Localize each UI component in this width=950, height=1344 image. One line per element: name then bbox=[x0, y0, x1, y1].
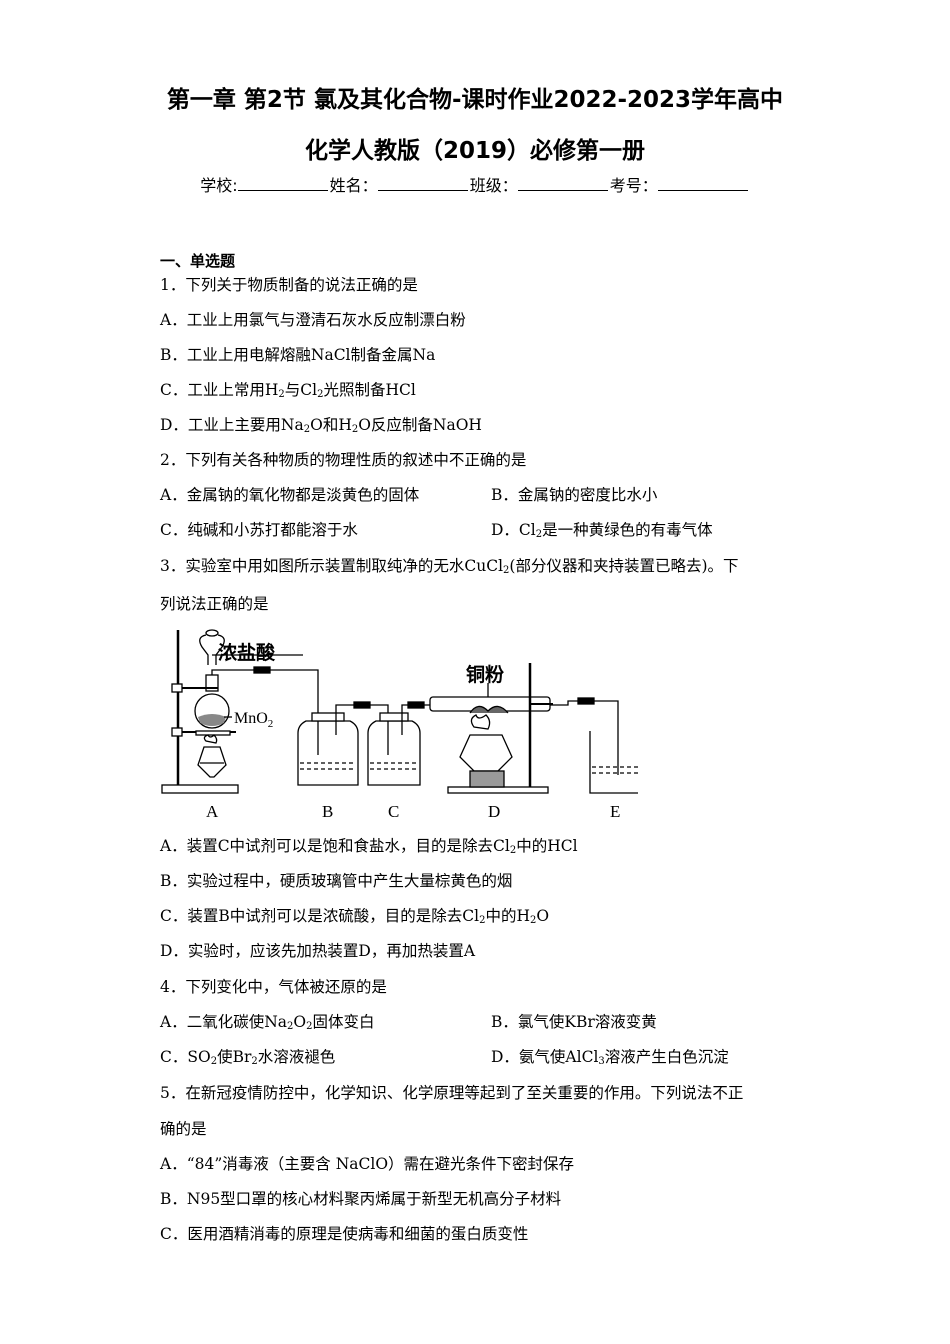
label-b: B bbox=[322, 802, 333, 821]
class-label: 班级： bbox=[469, 176, 518, 195]
q3-option-b: B．实验过程中，硬质玻璃管中产生大量棕黄色的烟 bbox=[160, 872, 513, 890]
document-title-line1: 第一章 第2节 氯及其化合物-课时作业2022-2023学年高中 bbox=[166, 87, 784, 113]
student-info-row: 学校: 姓名： 班级： 考号： bbox=[0, 174, 950, 197]
number-field[interactable] bbox=[657, 174, 748, 191]
q1-option-c: C．工业上常用H2与Cl2光照制备HCl bbox=[160, 381, 416, 400]
q5-option-c: C．医用酒精消毒的原理是使病毒和细菌的蛋白质变性 bbox=[160, 1225, 529, 1243]
q1-option-a: A．工业上用氯气与澄清石灰水反应制漂白粉 bbox=[160, 311, 466, 329]
label-d: D bbox=[488, 802, 500, 821]
label-c: C bbox=[388, 802, 399, 821]
q2-option-a: A．金属钠的氧化物都是淡黄色的固体 bbox=[160, 486, 420, 504]
q3-stem-line1: 3．实验室中用如图所示装置制取纯净的无水CuCl2(部分仪器和夹持装置已略去)。… bbox=[160, 557, 739, 576]
stand-d-base bbox=[447, 786, 549, 794]
q4-option-d: D．氨气使AlCl3溶液产生白色沉淀 bbox=[491, 1048, 729, 1067]
section-title: 一、单选题 bbox=[160, 252, 236, 270]
bottle-b bbox=[297, 720, 359, 786]
q4-stem: 4．下列变化中，气体被还原的是 bbox=[160, 978, 387, 996]
stand-a-base bbox=[161, 784, 239, 794]
q3-option-a: A．装置C中试剂可以是饱和食盐水，目的是除去Cl2中的HCl bbox=[160, 837, 578, 856]
label-a: A bbox=[206, 802, 219, 821]
label-mno2: MnO2 bbox=[234, 710, 273, 730]
apparatus-diagram: 浓盐酸 MnO2 铜粉 A B C D E bbox=[161, 629, 638, 821]
q3-option-c: C．装置B中试剂可以是浓硫酸，目的是除去Cl2中的H2O bbox=[160, 907, 550, 926]
q4-option-a: A．二氧化碳使Na2O2固体变白 bbox=[160, 1013, 375, 1032]
document-title-line2: 化学人教版（2019）必修第一册 bbox=[304, 138, 645, 164]
q1-option-b: B．工业上用电解熔融NaCl制备金属Na bbox=[160, 346, 436, 364]
round-bottom-flask bbox=[194, 693, 230, 729]
class-field[interactable] bbox=[517, 174, 608, 191]
q3-option-d: D．实验时，应该先加热装置D，再加热装置A bbox=[160, 942, 476, 960]
label-cu-powder: 铜粉 bbox=[466, 663, 504, 686]
alcohol-lamp-a bbox=[197, 746, 227, 778]
q3-stem-line2: 列说法正确的是 bbox=[160, 595, 269, 613]
school-label: 学校: bbox=[200, 176, 238, 195]
number-label: 考号： bbox=[609, 176, 658, 195]
q5-stem-line1: 5．在新冠疫情防控中，化学知识、化学原理等起到了至关重要的作用。下列说法不正 bbox=[160, 1084, 744, 1102]
q1-option-d: D．工业上主要用Na2O和H2O反应制备NaOH bbox=[160, 416, 482, 435]
beaker-e bbox=[589, 731, 638, 794]
q5-stem-line2: 确的是 bbox=[160, 1120, 207, 1138]
q4-option-b: B．氯气使KBr溶液变黄 bbox=[491, 1013, 657, 1031]
q2-option-c: C．纯碱和小苏打都能溶于水 bbox=[160, 521, 358, 539]
q5-option-a: A．“84”消毒液（主要含 NaClO）需在避光条件下密封保存 bbox=[160, 1155, 575, 1173]
q5-option-b: B．N95型口罩的核心材料聚丙烯属于新型无机高分子材料 bbox=[160, 1190, 562, 1208]
q2-option-b: B．金属钠的密度比水小 bbox=[491, 486, 658, 504]
lamp-block bbox=[469, 770, 505, 788]
q2-option-d: D．Cl2是一种黄绿色的有毒气体 bbox=[491, 521, 713, 540]
label-hcl: 浓盐酸 bbox=[218, 641, 276, 664]
alcohol-lamp-d bbox=[459, 734, 513, 772]
name-field[interactable] bbox=[377, 174, 468, 191]
q2-stem: 2．下列有关各种物质的物理性质的叙述中不正确的是 bbox=[160, 451, 527, 469]
q1-stem: 1．下列关于物质制备的说法正确的是 bbox=[160, 276, 418, 294]
q4-option-c: C．SO2使Br2水溶液褪色 bbox=[160, 1048, 336, 1067]
school-field[interactable] bbox=[237, 174, 328, 191]
label-e: E bbox=[610, 802, 620, 821]
bottle-c bbox=[367, 720, 421, 786]
separatory-funnel bbox=[199, 634, 225, 665]
name-label: 姓名： bbox=[329, 176, 378, 195]
